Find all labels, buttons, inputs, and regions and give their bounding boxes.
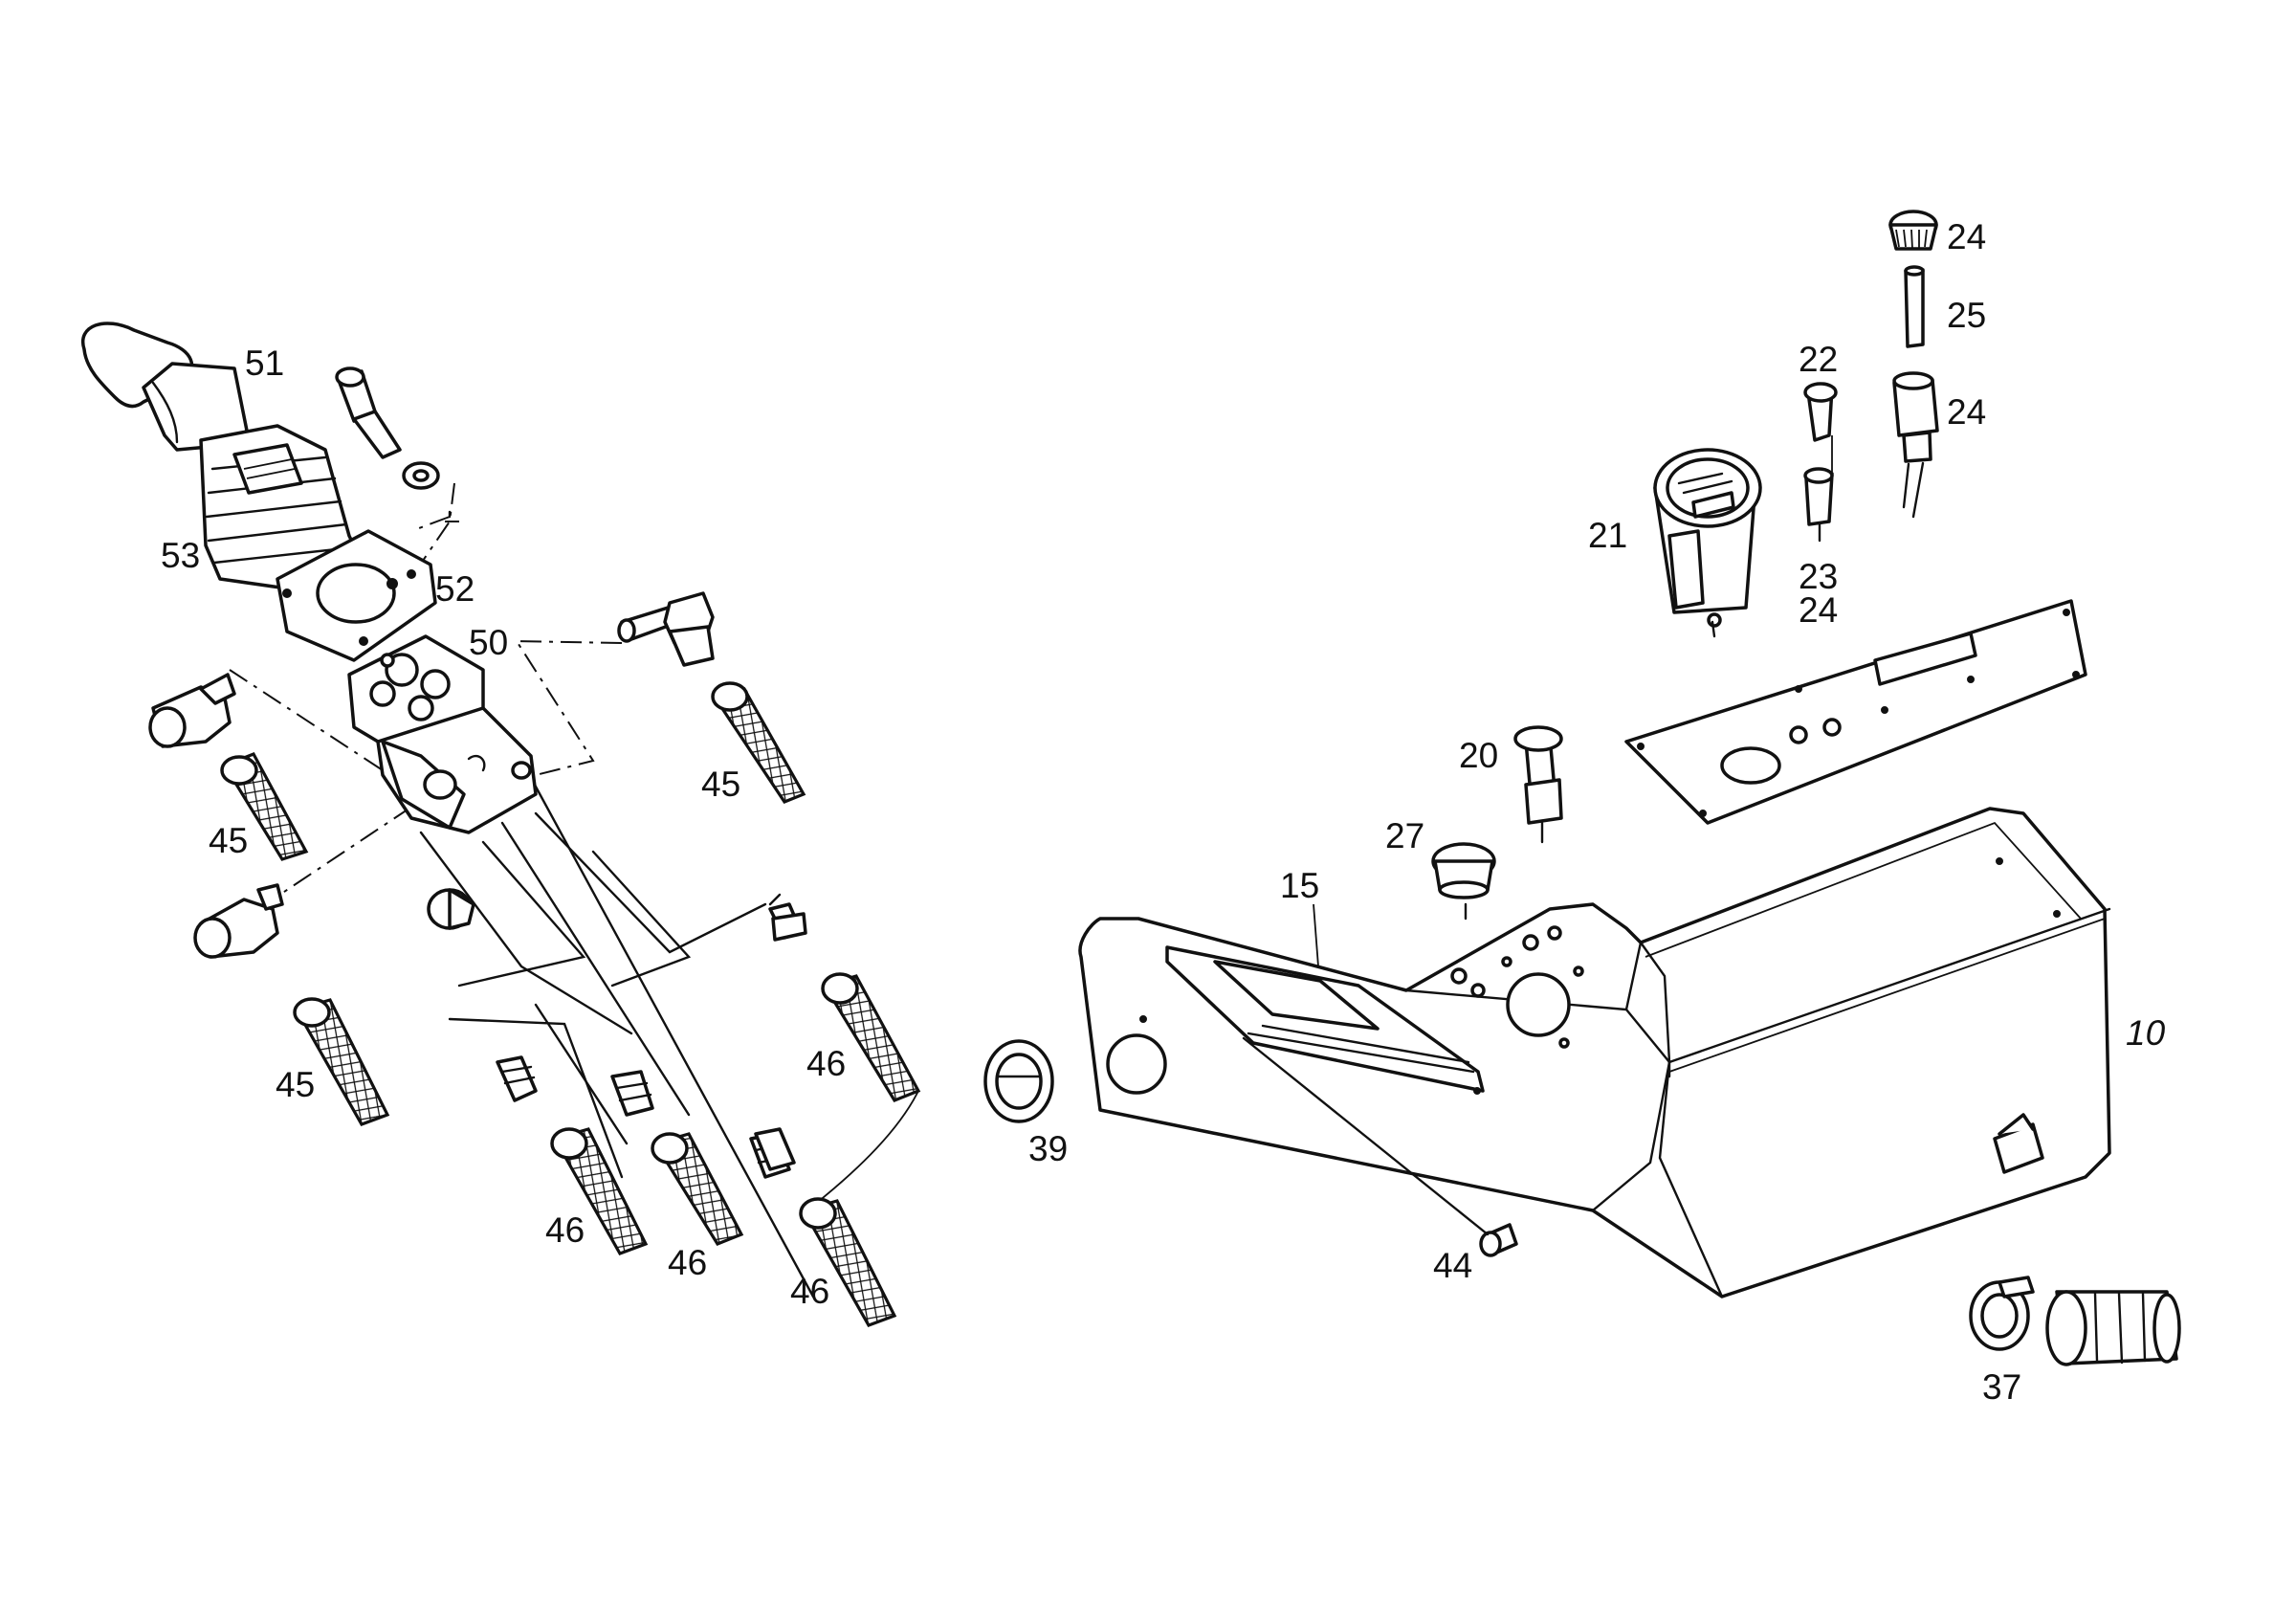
callout-37: 37 bbox=[1982, 1367, 2021, 1407]
hose-45-left-bottom bbox=[293, 997, 390, 1126]
hose-46-b bbox=[651, 1132, 744, 1246]
callout-27: 27 bbox=[1385, 816, 1424, 855]
console-assembly bbox=[983, 210, 2181, 1366]
callout-50: 50 bbox=[469, 623, 508, 662]
callout-24-mid: 24 bbox=[1947, 392, 1986, 432]
callout-53: 53 bbox=[161, 536, 200, 575]
callout-39: 39 bbox=[1028, 1129, 1068, 1168]
grommet-boot bbox=[2045, 1290, 2181, 1366]
hour-meter-gauge bbox=[1653, 448, 1762, 638]
callout-45-left-top: 45 bbox=[209, 821, 248, 860]
callout-46-a: 46 bbox=[545, 1210, 585, 1250]
screw-44 bbox=[1242, 1036, 1518, 1257]
callout-23: 23 bbox=[1799, 557, 1838, 596]
callout-45-left-bottom: 45 bbox=[276, 1065, 315, 1104]
hose-clamp-37 bbox=[1969, 1276, 2035, 1351]
callout-25: 25 bbox=[1947, 296, 1986, 335]
hose-46-c bbox=[799, 1197, 897, 1327]
hose-45-right bbox=[711, 681, 806, 804]
elbow-fitting-top-right bbox=[617, 591, 715, 667]
callout-46-b: 46 bbox=[668, 1243, 707, 1282]
valve-adapter bbox=[427, 888, 475, 930]
straight-fitting-1 bbox=[768, 893, 807, 942]
straight-fitting-3 bbox=[610, 1070, 654, 1117]
socket-24 bbox=[1892, 371, 1939, 519]
console-housing bbox=[1078, 807, 2111, 1298]
indicator-lens-22 bbox=[1803, 382, 1838, 442]
elbow-fitting-left-bottom bbox=[193, 883, 284, 959]
label-leaders bbox=[1313, 435, 1833, 967]
callout-51: 51 bbox=[245, 344, 284, 383]
warning-light-23 bbox=[1803, 467, 1834, 543]
callout-52: 52 bbox=[435, 569, 475, 609]
washer bbox=[402, 461, 440, 490]
hose-46-a bbox=[550, 1127, 649, 1255]
grommet-39 bbox=[983, 1039, 1054, 1123]
hose-45-left-top bbox=[220, 751, 309, 861]
fitting-near-hose-c bbox=[754, 1127, 796, 1171]
hose-46-right bbox=[821, 972, 921, 1102]
plug-27 bbox=[1431, 842, 1496, 921]
callout-24-bottom: 24 bbox=[1799, 590, 1838, 630]
instrument-panel-plate bbox=[1624, 599, 2087, 825]
callout-20: 20 bbox=[1459, 736, 1498, 775]
callout-10: 10 bbox=[2126, 1013, 2166, 1053]
mounting-plate bbox=[276, 529, 437, 662]
joystick-grip bbox=[80, 322, 249, 452]
callout-15: 15 bbox=[1280, 866, 1319, 905]
callout-22: 22 bbox=[1799, 340, 1838, 379]
callout-21: 21 bbox=[1588, 516, 1627, 555]
straight-fitting-2 bbox=[496, 1055, 538, 1102]
elbow-fitting-left-top bbox=[148, 673, 236, 748]
switch-20 bbox=[1513, 725, 1563, 844]
callout-labels: 51 53 52 50 45 45 45 46 46 46 46 24 25 2… bbox=[161, 217, 2166, 1407]
valve-body bbox=[347, 634, 538, 834]
callout-46-right: 46 bbox=[806, 1044, 846, 1083]
callout-45-right: 45 bbox=[701, 765, 740, 804]
joystick-control-assembly bbox=[80, 322, 921, 1327]
callout-46-c: 46 bbox=[790, 1272, 829, 1311]
callout-44: 44 bbox=[1433, 1246, 1472, 1285]
stem-25 bbox=[1904, 265, 1925, 348]
cap-24-top bbox=[1888, 210, 1938, 251]
cap-screw bbox=[335, 366, 402, 459]
callout-24-top: 24 bbox=[1947, 217, 1986, 256]
